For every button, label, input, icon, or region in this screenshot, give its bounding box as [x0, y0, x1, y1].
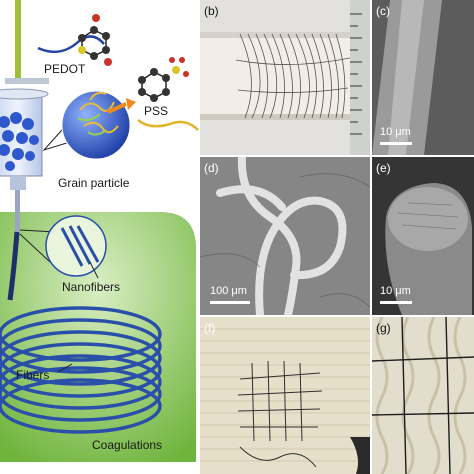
label-pss: PSS — [144, 104, 169, 118]
pedot-molecule — [37, 14, 112, 66]
panel-g-label: (g) — [376, 321, 391, 335]
panel-e-scale-text: 10 μm — [380, 285, 411, 297]
panel-c-scale-text: 10 μm — [380, 126, 411, 138]
label-grain-particle: Grain particle — [58, 176, 130, 190]
nanofiber-callout — [45, 215, 107, 277]
label-nanofibers: Nanofibers — [62, 280, 121, 294]
panel-e-sem: (e) 10 μm — [372, 157, 474, 315]
needle — [15, 190, 20, 232]
panel-b-image — [200, 0, 370, 155]
pss-molecule — [137, 57, 199, 131]
extruded-fiber — [7, 231, 20, 301]
panel-f-image — [200, 317, 370, 474]
panel-c-image — [372, 0, 474, 155]
panel-d-label: (d) — [204, 161, 219, 175]
panel-e-image — [372, 157, 474, 315]
panel-d-sem: (d) 100 μm — [200, 157, 370, 315]
label-coagulations: Coagulations — [92, 438, 163, 452]
panel-c-label: (c) — [376, 4, 390, 18]
panel-e-label: (e) — [376, 161, 391, 175]
panel-d-scale-text: 100 μm — [210, 285, 247, 297]
panel-d-scale-bar — [210, 301, 250, 304]
panel-g-image — [372, 317, 474, 474]
label-pedot: PEDOT — [44, 62, 86, 76]
syringe-particles — [0, 112, 39, 171]
panel-b-label: (b) — [204, 4, 219, 18]
grain-particle — [61, 90, 131, 160]
plunger-head — [5, 78, 49, 84]
panel-b-photo: (b) — [200, 0, 370, 155]
plunger-rod — [15, 0, 21, 78]
panel-g-photo: (g) — [372, 317, 474, 474]
fiber-coil — [0, 306, 162, 434]
panel-d-image — [200, 157, 370, 315]
schematic-drawing — [0, 0, 199, 462]
arrow-to-pss — [107, 102, 127, 114]
panel-f-photo: (f) — [200, 317, 370, 474]
coagulation-bath — [0, 212, 196, 462]
panel-e-scale-bar — [380, 301, 412, 304]
schematic-panel: PEDOT PSS Grain particle Nanofibers Fibe… — [0, 0, 200, 474]
label-fibers: Fibers — [16, 368, 50, 382]
panel-c-scale-bar — [380, 142, 412, 145]
panel-f-label: (f) — [204, 321, 216, 335]
panel-c-sem: (c) 10 μm — [372, 0, 474, 155]
